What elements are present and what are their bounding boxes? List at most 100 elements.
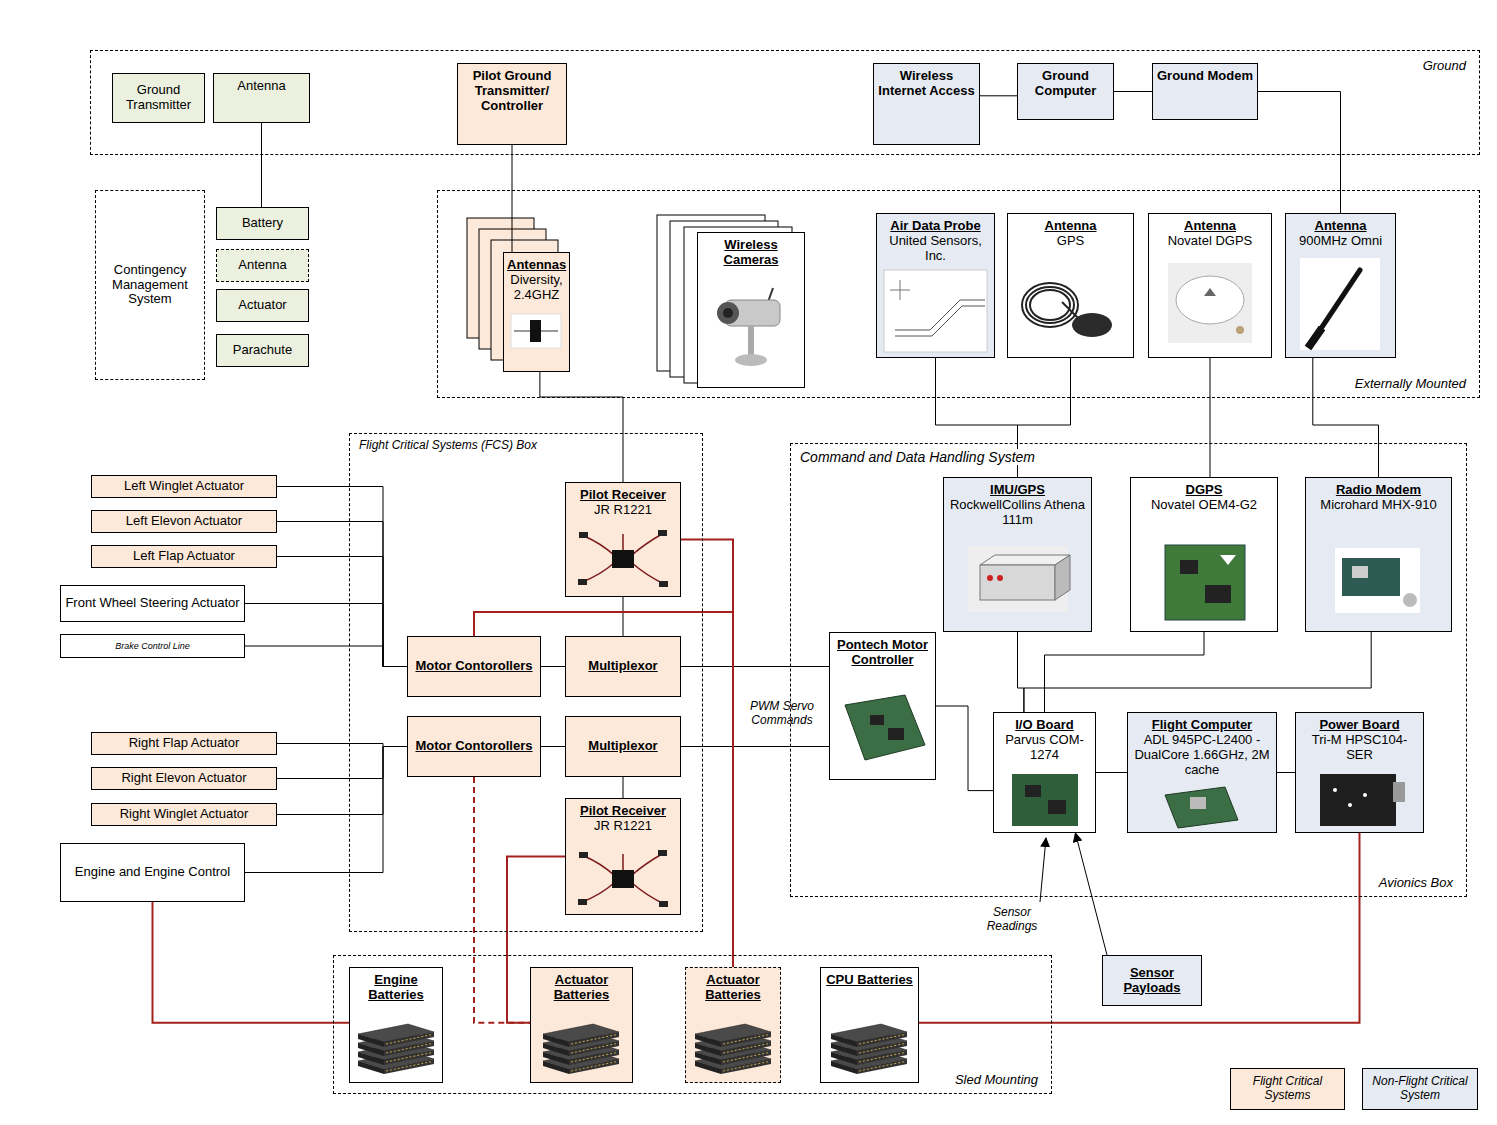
connector [1210, 358, 1211, 477]
drawing-part [717, 302, 739, 324]
component-box: Power BoardTri-M HPSC104-SER [1295, 712, 1424, 833]
drawing-part [987, 575, 993, 581]
probe-picture [884, 270, 987, 352]
component-box: Radio ModemMicrohard MHX-910 [1305, 477, 1452, 632]
drawing-part [1352, 566, 1368, 578]
circuit-board-picture [845, 695, 925, 760]
component-box: Ground Computer [1017, 63, 1114, 120]
drawing-part [997, 575, 1003, 581]
box-heading: Actuator Batteries [534, 973, 629, 1003]
group-label-holder: Externally Mounted [1352, 377, 1469, 392]
component-box: Pontech Motor Controller [829, 632, 936, 780]
circuit-board-picture [1165, 545, 1245, 620]
drawing-part [884, 270, 987, 352]
drawing-part [1363, 793, 1367, 797]
box-heading: Pilot Ground Transmitter/ Controller [461, 69, 563, 114]
drawing-part [735, 354, 767, 366]
component-box: Multiplexor [565, 636, 681, 697]
drawing-part [1165, 545, 1245, 620]
box-heading: CPU Batteries [824, 973, 915, 988]
box-text: Left Elevon Actuator [95, 514, 273, 529]
drawing-part [725, 300, 780, 326]
box-heading: Pilot Receiver [569, 488, 677, 503]
power-line [153, 902, 350, 1023]
drawing-part [1022, 283, 1078, 327]
connector [1075, 833, 1107, 955]
box-heading: Antenna [1289, 219, 1392, 234]
drawing-part [1308, 328, 1322, 348]
connector [277, 747, 407, 779]
drawing-part [890, 280, 910, 300]
box-text: Novatel OEM4-G2 [1134, 498, 1274, 513]
box-text: United Sensors, Inc. [880, 234, 991, 264]
box-heading: Motor Contorollers [411, 739, 537, 754]
box-text: Right Winglet Actuator [95, 807, 273, 822]
box-text: GPS [1011, 234, 1130, 249]
connector [277, 557, 407, 667]
group-region: Contingency Management System [95, 190, 205, 380]
component-box: Multiplexor [565, 716, 681, 777]
box-text: 900MHz Omni [1289, 234, 1392, 249]
dgps-antenna-picture [1168, 263, 1252, 343]
box-heading: Pilot Receiver [569, 804, 677, 819]
connector [277, 487, 407, 667]
battery-picture [831, 1024, 907, 1074]
drawing-part [768, 288, 773, 302]
component-box: Pilot ReceiverJR R1221 [565, 798, 681, 915]
group-region: Sled MountingEngine BatteriesActuator Ba… [333, 955, 1052, 1094]
drawing-part [1348, 803, 1352, 807]
box-text: Diversity, 2.4GHZ [507, 273, 566, 303]
drawing-part [1165, 787, 1238, 828]
box-heading: DGPS [1134, 483, 1274, 498]
receiver-picture [511, 314, 561, 348]
drawing-part [1220, 555, 1236, 565]
box-heading: Antenna [1011, 219, 1130, 234]
component-box: Left Elevon Actuator [91, 510, 277, 533]
group-region: Flight Critical Systems (FCS) BoxPilot R… [349, 433, 703, 932]
box-heading: Engine Batteries [353, 973, 439, 1003]
component-box: Actuator [216, 289, 309, 322]
imu-picture [968, 546, 1070, 612]
box-heading: Sensor Payloads [1106, 966, 1198, 996]
connector [681, 666, 829, 667]
drawing-part [1168, 263, 1252, 343]
group-label-holder: Command and Data Handling System [797, 449, 1038, 465]
box-text: JR R1221 [569, 503, 677, 518]
connector [245, 646, 407, 667]
box-heading: Flight Computer [1131, 718, 1273, 733]
drawing-part [514, 331, 558, 332]
legend-swatch: Non-Flight Critical System [1362, 1068, 1478, 1110]
component-box: Brake Control Line [60, 634, 245, 658]
box-text: Front Wheel Steering Actuator [64, 596, 241, 611]
component-box: Air Data ProbeUnited Sensors, Inc. [876, 213, 995, 358]
drawing-part [1012, 774, 1078, 826]
drawing-part [1062, 302, 1078, 318]
drawing-part [870, 715, 884, 725]
box-heading: Multiplexor [569, 659, 677, 674]
connector [1045, 632, 1205, 712]
box-text: Tri-M HPSC104-SER [1299, 733, 1420, 763]
component-box: Engine and Engine Control [60, 843, 245, 902]
group-label: Command and Data Handling System [797, 449, 1038, 465]
box-heading: Multiplexor [569, 739, 677, 754]
drawing-part [1030, 290, 1070, 320]
box-text: Right Elevon Actuator [95, 771, 273, 786]
drawing-part [895, 300, 985, 336]
box-heading: Antennas [507, 258, 566, 273]
box-heading: I/O Board [997, 718, 1092, 733]
box-heading: Ground Modem [1156, 69, 1254, 84]
connector [1258, 92, 1341, 214]
leader-arrow [1040, 838, 1046, 902]
free-label-holder: Sensor Readings [980, 906, 1044, 934]
component-box: Actuator Batteries [685, 967, 781, 1083]
connector [541, 746, 565, 747]
connector [277, 747, 407, 815]
component-box: Flight ComputerADL 945PC-L2400 - DualCor… [1127, 712, 1277, 833]
component-box: Wireless Cameras [697, 232, 805, 388]
component-box: Pilot ReceiverJR R1221 [565, 482, 681, 597]
box-text: ADL 945PC-L2400 - DualCore 1.66GHz, 2M c… [1131, 733, 1273, 778]
box-heading: Actuator Batteries [689, 973, 777, 1003]
free-label-holder: PWM Servo Commands [742, 700, 822, 728]
box-heading: Wireless Internet Access [877, 69, 976, 99]
component-box: DGPSNovatel OEM4-G2 [1130, 477, 1278, 632]
